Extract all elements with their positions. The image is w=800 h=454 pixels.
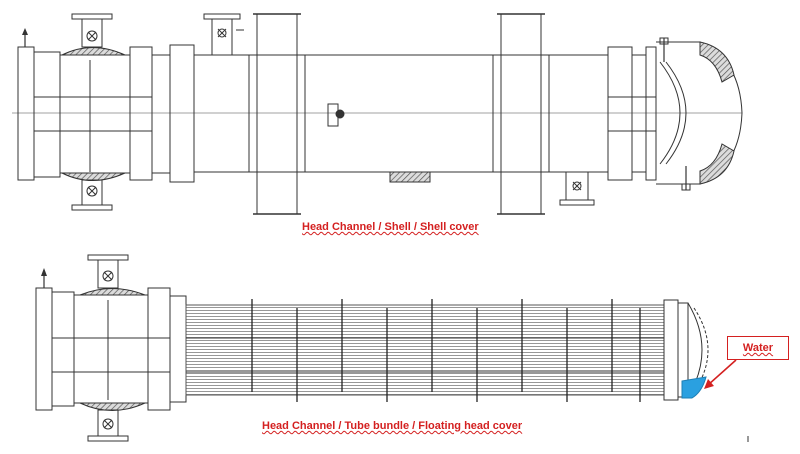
caption-top-assembly: Head Channel / Shell / Shell cover xyxy=(302,221,479,233)
bottom-channel-insulation-upper xyxy=(79,288,146,296)
bottom-assembly xyxy=(35,254,737,442)
bottom-channel-nozzle-lower xyxy=(97,409,119,437)
bottom-channel-cover xyxy=(35,287,53,411)
floating-tubesheet xyxy=(663,299,679,401)
top-channel-nozzle-upper xyxy=(71,13,113,20)
bottom-channel-body xyxy=(73,294,149,404)
bottom-channel-flange-2 xyxy=(147,287,171,411)
top-shell-drain-pad xyxy=(389,171,431,183)
top-channel-flange-2 xyxy=(129,46,153,181)
tube-bundle-baffles xyxy=(251,299,641,402)
water-callout-label: Water xyxy=(742,342,774,354)
bottom-channel-insulation-lower xyxy=(79,402,146,411)
top-shell-cover-flange xyxy=(607,46,633,181)
top-shell xyxy=(193,54,609,173)
water-pool xyxy=(681,376,707,399)
bottom-channel-nozzle-upper xyxy=(87,254,129,261)
top-channel-insulation-upper xyxy=(61,47,126,56)
caption-top-text: Head Channel / Shell / Shell cover xyxy=(302,221,479,233)
top-channel-nozzle-lower xyxy=(71,204,113,211)
caption-bottom-assembly: Head Channel / Tube bundle / Floating he… xyxy=(262,420,522,432)
top-channel-flange xyxy=(33,51,61,178)
top-channel-insulation-lower xyxy=(61,172,126,181)
top-saddle-left xyxy=(256,13,298,215)
top-channel-cover xyxy=(17,46,35,181)
bottom-tubesheet xyxy=(169,295,187,403)
top-saddle-right xyxy=(500,13,542,215)
caption-bottom-text: Head Channel / Tube bundle / Floating he… xyxy=(262,420,523,432)
top-floating-head xyxy=(659,61,681,165)
top-assembly xyxy=(12,13,743,215)
bottom-channel-flange xyxy=(51,291,75,407)
top-shell-flange-left xyxy=(169,44,195,183)
top-channel-body xyxy=(59,54,131,174)
water-callout-box: Water xyxy=(727,336,789,360)
top-shell-nozzle-upper xyxy=(203,13,241,20)
water-callout-arrow xyxy=(707,359,737,386)
tube-bundle xyxy=(185,304,665,396)
